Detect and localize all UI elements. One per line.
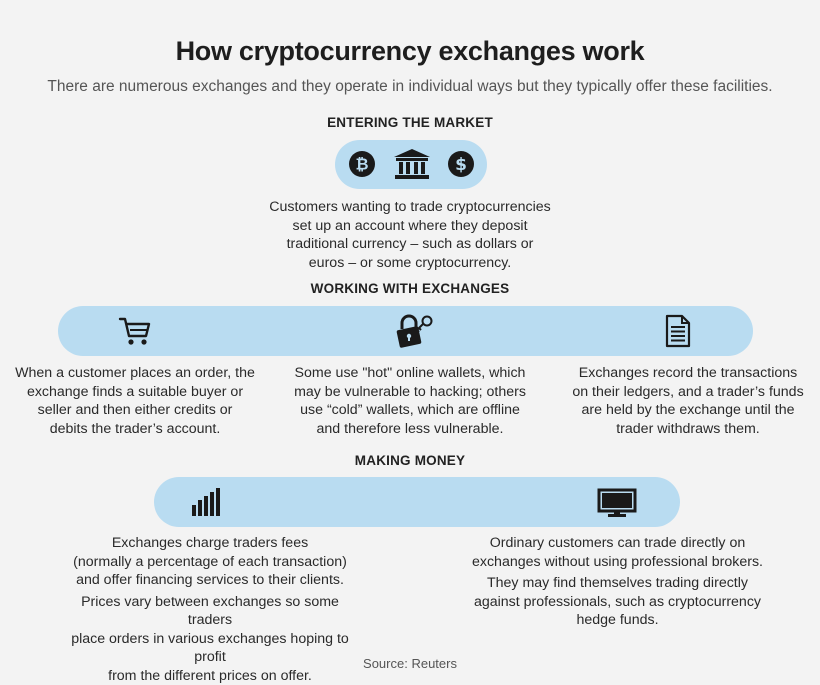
- text-line: seller and then either credits or: [37, 402, 233, 418]
- text-line: exchange finds a suitable buyer or: [26, 383, 244, 400]
- bitcoin-icon: ₿: [348, 150, 376, 178]
- working-item-order: When a customer places an order, the exc…: [0, 364, 270, 438]
- working-item-ledgers: Exchanges record the transactions on the…: [556, 364, 820, 438]
- text-line: may be vulnerable to hacking; others: [294, 383, 526, 400]
- text-line: on their ledgers, and a trader’s funds: [572, 383, 804, 400]
- section-heading-money: MAKING MONEY: [354, 453, 466, 468]
- text-line: (normally a percentage of each transacti…: [73, 553, 347, 570]
- bank-icon: [393, 148, 431, 180]
- shopping-cart-icon: [118, 315, 152, 347]
- section-heading-working: WORKING WITH EXCHANGES: [310, 281, 510, 296]
- page-subtitle: There are numerous exchanges and they op…: [47, 78, 773, 95]
- entering-icon-pill: ₿ $: [335, 140, 487, 189]
- text-line: against professionals, such as cryptocur…: [473, 593, 762, 610]
- text-line: and therefore less vulnerable.: [316, 420, 504, 437]
- dollar-icon: $: [447, 150, 475, 178]
- padlock-key-icon: [394, 312, 436, 350]
- ledger-document-icon: [664, 314, 692, 348]
- money-item-fees: Exchanges charge traders fees (normally …: [60, 534, 360, 685]
- bar-chart-icon: [191, 487, 221, 517]
- monitor-icon: [597, 488, 637, 518]
- page-title: How cryptocurrency exchanges work: [175, 36, 645, 66]
- text-line: When a customer places an order, the: [15, 365, 255, 381]
- svg-text:$: $: [455, 155, 467, 175]
- text-line: are held by the exchange until the: [581, 402, 795, 418]
- text-line: use “cold” wallets, which are offline: [300, 402, 520, 418]
- money-icon-pill: [154, 477, 680, 527]
- text-line: place orders in various exchanges hoping…: [71, 630, 349, 666]
- text-line: euros – or some cryptocurrency.: [308, 254, 512, 271]
- svg-text:₿: ₿: [355, 155, 368, 174]
- text-line: debits the trader’s account.: [49, 420, 221, 437]
- text-line: hedge funds.: [576, 612, 659, 628]
- working-item-wallets: Some use "hot" online wallets, which may…: [272, 364, 548, 438]
- section-heading-entering: ENTERING THE MARKET: [327, 115, 493, 130]
- text-line: Exchanges charge traders fees: [111, 535, 309, 551]
- text-line: Customers wanting to trade cryptocurrenc…: [269, 199, 551, 215]
- text-line: Exchanges record the transactions: [578, 365, 798, 381]
- working-icon-pill: [58, 306, 753, 356]
- text-line: trader withdraws them.: [616, 420, 760, 437]
- text-line: Ordinary customers can trade directly on: [489, 535, 746, 551]
- source-credit: Source: Reuters: [363, 656, 457, 671]
- text-line: They may find themselves trading directl…: [486, 575, 748, 591]
- text-line: from the different prices on offer.: [108, 667, 312, 684]
- text-line: Prices vary between exchanges so some tr…: [81, 593, 339, 629]
- text-line: and offer financing services to their cl…: [76, 572, 344, 588]
- text-line: traditional currency – such as dollars o…: [286, 236, 534, 252]
- text-line: set up an account where they deposit: [292, 217, 528, 234]
- money-item-customers: Ordinary customers can trade directly on…: [455, 534, 780, 630]
- text-line: Some use "hot" online wallets, which: [294, 365, 526, 381]
- text-line: exchanges without using professional bro…: [471, 553, 763, 570]
- entering-description: Customers wanting to trade cryptocurrenc…: [200, 198, 620, 272]
